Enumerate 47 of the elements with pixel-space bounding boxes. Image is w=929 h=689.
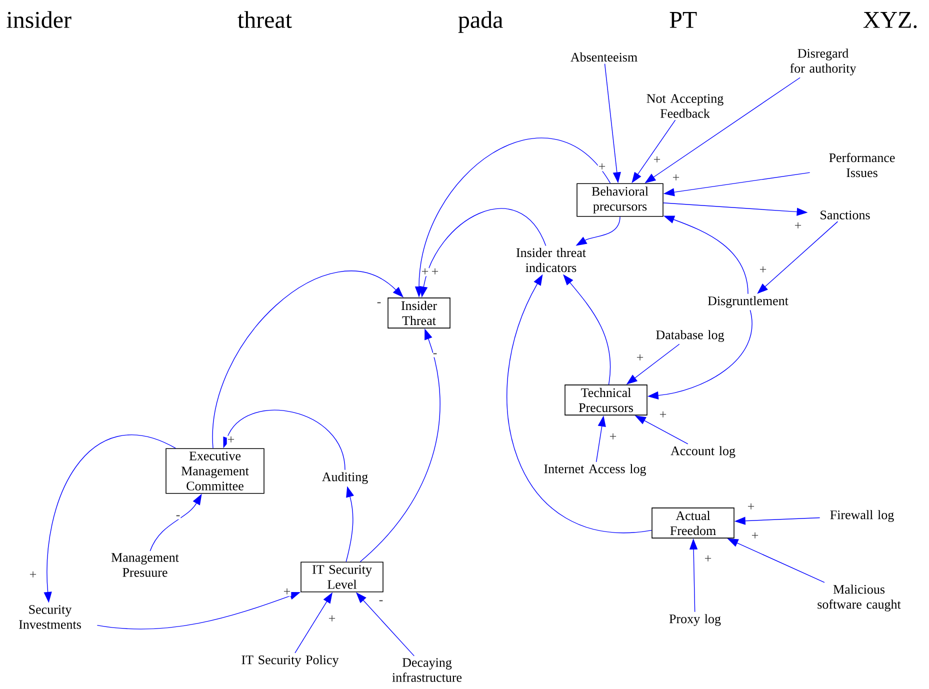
variable-label: Security Investments (19, 605, 81, 629)
polarity-sign: - (376, 302, 382, 306)
arrow (223, 410, 346, 470)
variable-label: Decaying infrastructure (392, 658, 462, 682)
polarity-sign: - (378, 600, 384, 604)
variable-label: IT Security Policy (242, 655, 339, 667)
variable-label: Absenteeism (570, 52, 638, 62)
variable-label: Management Presuure (111, 553, 179, 577)
variable-box: IT Security Level (300, 562, 384, 592)
polarity-sign: + (704, 554, 712, 564)
variable-label: Sanctions (820, 210, 870, 220)
variable-box: Insider Threat (388, 298, 450, 328)
variable-label: Disregard for authority (790, 48, 856, 76)
polarity-sign: + (598, 162, 606, 172)
title: insider threat pada PT XYZ. (6, 11, 917, 33)
polarity-sign: + (758, 266, 768, 274)
polarity-sign: + (672, 174, 680, 182)
variable-label: Not Accepting Feedback (646, 94, 724, 118)
variable-label: Malicious software caught (818, 584, 901, 612)
polarity-sign: + (28, 570, 38, 580)
variable-label: Internet Access log (544, 464, 646, 476)
variable-label: Database log (656, 330, 724, 342)
polarity-sign: + (636, 354, 644, 362)
variable-label: Firewall log (830, 510, 894, 522)
variable-label: Disgruntlement (708, 296, 788, 308)
polarity-sign: + (328, 614, 336, 624)
polarity-sign: + (652, 156, 662, 164)
polarity-sign: + (420, 268, 430, 276)
polarity-sign: + (794, 222, 802, 230)
variable-label: Account log (670, 446, 736, 458)
polarity-sign: + (430, 268, 440, 276)
polarity-sign: + (658, 410, 668, 420)
variable-box: Behavioral precursors (576, 183, 664, 217)
variable-label: Proxy log (669, 614, 721, 626)
polarity-sign: + (282, 588, 292, 596)
variable-box: Executive Management Committee (166, 448, 264, 494)
variable-box: Actual Freedom (652, 508, 734, 538)
arrow (757, 221, 838, 294)
polarity-sign: + (750, 532, 760, 540)
variable-label: Performance Issues (829, 152, 895, 178)
polarity-sign: - (432, 352, 438, 358)
polarity-sign: + (746, 502, 756, 512)
variable-label: Insider threat indicators (516, 248, 586, 272)
variable-label: Auditing (322, 472, 368, 484)
variable-box: Technical Precursors (564, 384, 648, 416)
polarity-sign: - (175, 514, 181, 520)
polarity-sign: + (608, 432, 618, 442)
